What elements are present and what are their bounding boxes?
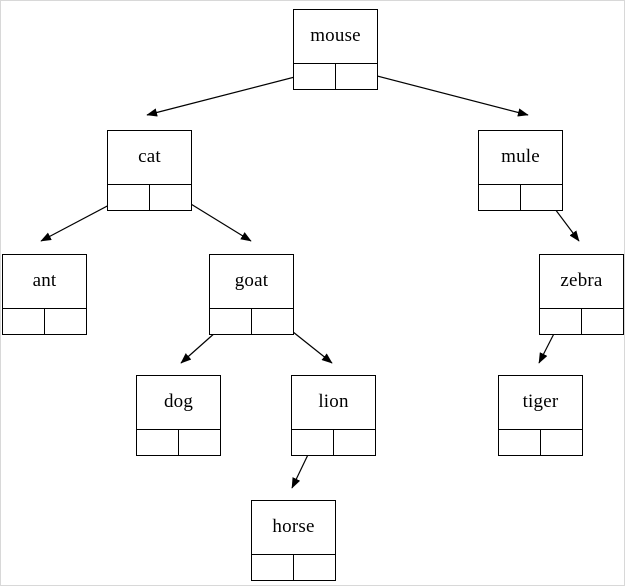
tree-node-mule[interactable]: mule <box>478 130 563 211</box>
tree-node-label-tiger: tiger <box>522 390 559 412</box>
tree-node-label-cat: cat <box>138 145 161 167</box>
tree-node-label-ant: ant <box>32 269 57 291</box>
tree-node-right-pointer-goat[interactable] <box>252 309 293 334</box>
tree-node-left-pointer-dog[interactable] <box>137 430 179 455</box>
tree-node-pointers-mule <box>479 184 562 210</box>
tree-node-pointers-zebra <box>540 308 623 334</box>
tree-node-label-horse: horse <box>272 515 315 537</box>
tree-node-pointers-tiger <box>499 429 582 455</box>
tree-node-ant[interactable]: ant <box>2 254 87 335</box>
tree-node-dog[interactable]: dog <box>136 375 221 456</box>
tree-node-left-pointer-goat[interactable] <box>210 309 252 334</box>
tree-node-left-pointer-tiger[interactable] <box>499 430 541 455</box>
tree-node-left-pointer-mouse[interactable] <box>294 64 336 89</box>
tree-node-pointers-ant <box>3 308 86 334</box>
tree-node-pointers-cat <box>108 184 191 210</box>
tree-node-left-pointer-zebra[interactable] <box>540 309 582 334</box>
tree-node-label-dog: dog <box>163 390 194 412</box>
tree-node-tiger[interactable]: tiger <box>498 375 583 456</box>
tree-node-pointers-dog <box>137 429 220 455</box>
tree-node-pointers-horse <box>252 554 335 580</box>
tree-node-right-pointer-mule[interactable] <box>521 185 562 210</box>
tree-node-zebra[interactable]: zebra <box>539 254 624 335</box>
tree-node-left-pointer-mule[interactable] <box>479 185 521 210</box>
tree-node-right-pointer-horse[interactable] <box>294 555 335 580</box>
tree-node-right-pointer-zebra[interactable] <box>582 309 623 334</box>
tree-node-label-mule: mule <box>501 145 540 167</box>
tree-node-right-pointer-ant[interactable] <box>45 309 86 334</box>
tree-node-pointers-goat <box>210 308 293 334</box>
tree-node-right-pointer-mouse[interactable] <box>336 64 377 89</box>
tree-node-goat[interactable]: goat <box>209 254 294 335</box>
tree-node-left-pointer-lion[interactable] <box>292 430 334 455</box>
tree-node-right-pointer-tiger[interactable] <box>541 430 582 455</box>
tree-node-horse[interactable]: horse <box>251 500 336 581</box>
tree-node-right-pointer-cat[interactable] <box>150 185 191 210</box>
tree-node-label-lion: lion <box>318 390 349 412</box>
tree-node-right-pointer-dog[interactable] <box>179 430 220 455</box>
tree-edge-mouse-to-mule <box>357 70 529 117</box>
tree-node-label-zebra: zebra <box>560 269 603 291</box>
tree-node-right-pointer-lion[interactable] <box>334 430 375 455</box>
tree-node-left-pointer-cat[interactable] <box>108 185 150 210</box>
tree-node-left-pointer-ant[interactable] <box>3 309 45 334</box>
tree-node-label-goat: goat <box>234 269 269 291</box>
tree-node-lion[interactable]: lion <box>291 375 376 456</box>
tree-node-pointers-mouse <box>294 63 377 89</box>
tree-node-label-mouse: mouse <box>310 24 361 46</box>
tree-node-cat[interactable]: cat <box>107 130 192 211</box>
tree-node-mouse[interactable]: mouse <box>293 9 378 90</box>
tree-node-left-pointer-horse[interactable] <box>252 555 294 580</box>
tree-node-pointers-lion <box>292 429 375 455</box>
